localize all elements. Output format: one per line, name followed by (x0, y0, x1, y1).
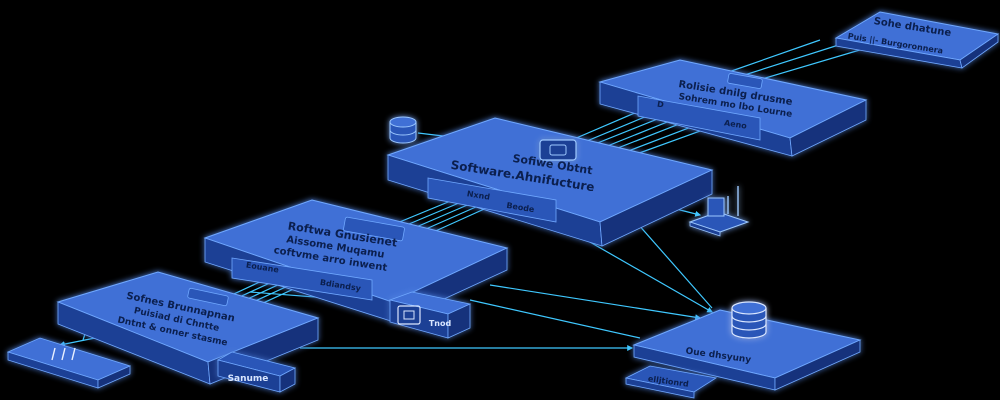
small-box-label: Tnod (429, 319, 452, 328)
block-upper-panel-right: Aeno (723, 118, 747, 131)
chip-icon (539, 139, 577, 161)
block-right-bottom (632, 309, 862, 391)
block-bottom-left (56, 271, 320, 385)
grid-icon (51, 347, 76, 361)
database-icon (389, 116, 417, 144)
block-upper (598, 59, 868, 157)
bottom-left-label-card (216, 351, 297, 393)
block-upper-panel-left: D (656, 100, 664, 110)
right-bottom-label-card (624, 365, 718, 399)
block-center (386, 117, 714, 247)
monitor-icon (388, 291, 472, 339)
block-center-panel-left: Nxnd (466, 189, 491, 202)
bottom-left-label: Sanume (228, 374, 269, 384)
block-middle-left (203, 199, 509, 323)
grid-card (6, 337, 132, 389)
factory-icon (688, 186, 750, 237)
database-icon (731, 301, 767, 339)
block-top-right (834, 11, 1000, 69)
block-center-panel-right: Beode (506, 201, 536, 214)
